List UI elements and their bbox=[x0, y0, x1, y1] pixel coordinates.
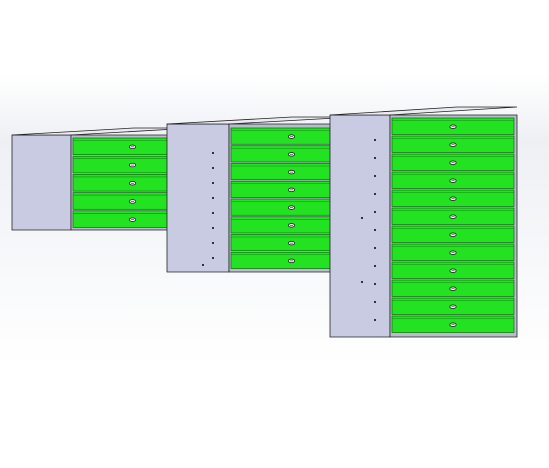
mount-hole bbox=[212, 167, 214, 169]
top-panel bbox=[166, 116, 355, 125]
mount-hole bbox=[374, 229, 376, 231]
mount-hole bbox=[374, 283, 376, 285]
mount-hole bbox=[212, 152, 214, 154]
mount-hole bbox=[361, 217, 363, 219]
mount-hole bbox=[374, 157, 376, 159]
side-panel bbox=[166, 123, 230, 273]
mount-hole bbox=[202, 264, 204, 266]
mount-hole bbox=[374, 265, 376, 267]
mount-hole bbox=[374, 139, 376, 141]
mount-hole bbox=[374, 193, 376, 195]
mount-hole bbox=[374, 247, 376, 249]
side-panel bbox=[11, 134, 72, 231]
mount-hole bbox=[212, 242, 214, 244]
mount-hole bbox=[374, 319, 376, 321]
side-panel bbox=[329, 114, 391, 338]
mount-hole bbox=[212, 212, 214, 214]
top-panel bbox=[329, 106, 518, 116]
mount-hole bbox=[374, 211, 376, 213]
mount-hole bbox=[212, 257, 214, 259]
top-panel bbox=[11, 127, 194, 136]
mount-hole bbox=[361, 281, 363, 283]
cabinet-medium[interactable] bbox=[166, 116, 355, 273]
mount-hole bbox=[212, 197, 214, 199]
cabinet-small[interactable] bbox=[11, 127, 194, 231]
mount-hole bbox=[374, 301, 376, 303]
mount-hole bbox=[374, 175, 376, 177]
cabinet-large[interactable] bbox=[329, 106, 518, 338]
mount-hole bbox=[212, 182, 214, 184]
mount-hole bbox=[212, 227, 214, 229]
